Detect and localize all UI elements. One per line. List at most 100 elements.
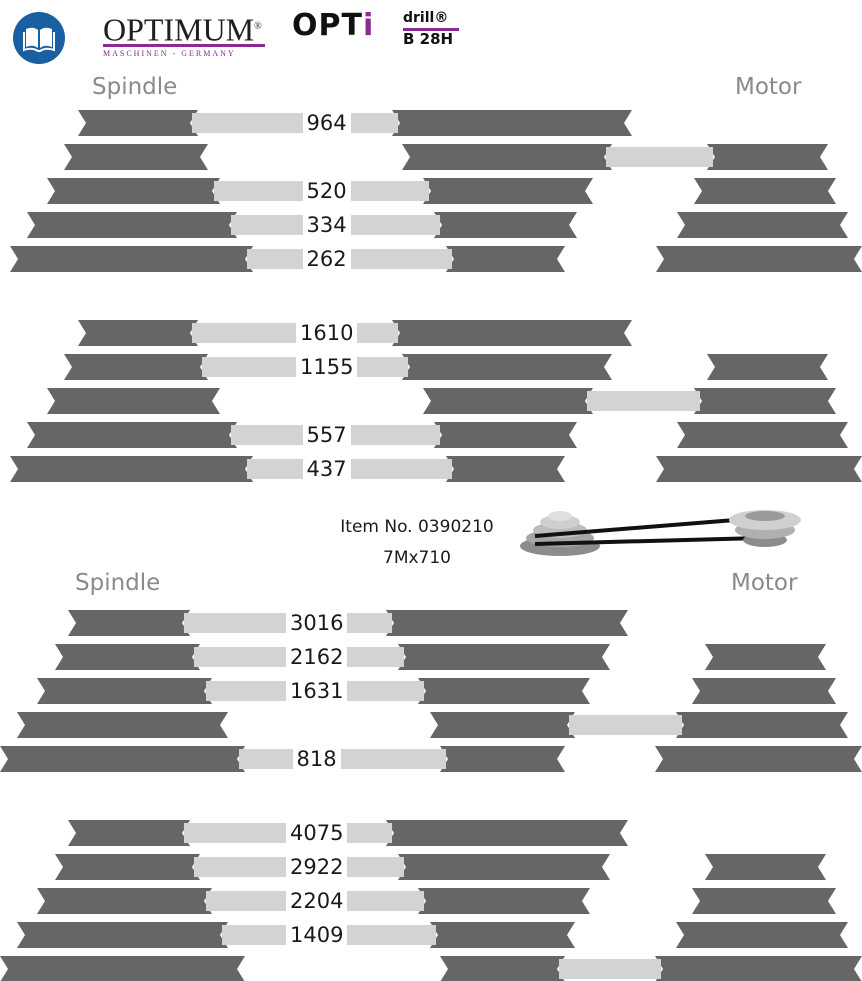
spindle-pulley-step [55,854,200,880]
spindle-pulley-step [17,712,228,738]
center-pulley-step [430,922,575,948]
product-opti: OPT [292,8,363,43]
manual-icon [13,12,65,64]
spindle-pulley-step [0,956,245,981]
speed-label: 1610 [296,321,358,345]
center-pulley-step [423,178,593,204]
speed-label: 4075 [286,821,348,845]
brand-name: OPTIMUM [103,11,255,48]
center-pulley-step [402,144,612,170]
motor-pulley-step [656,456,862,482]
spindle-label-bottom: Spindle [75,570,161,596]
center-pulley-step [418,678,590,704]
brand-logo: OPTIMUM® [103,10,262,47]
speed-label: 3016 [286,611,348,635]
spindle-pulley-step [68,610,190,636]
spindle-pulley-step [68,820,190,846]
item-number: Item No. 0390210 [340,517,494,537]
spindle-pulley-step [47,178,220,204]
product-underline [403,28,459,31]
motor-pulley-step [655,746,862,772]
spindle-pulley-step [55,644,200,670]
spindle-pulley-step [0,746,245,772]
spindle-pulley-step [17,922,228,948]
spindle-pulley-step [10,246,253,272]
center-pulley-step [398,644,610,670]
speed-label: 557 [302,423,351,447]
center-pulley-step [423,388,593,414]
speed-label: 1409 [286,923,348,947]
motor-pulley-step [707,354,828,380]
motor-pulley-step [676,712,848,738]
center-pulley-step [440,746,565,772]
spindle-pulley-step [37,888,212,914]
center-pulley-step [446,246,565,272]
motor-pulley-step [705,644,826,670]
speed-label: 2162 [286,645,348,669]
speed-label: 262 [302,247,351,271]
product-model: B 28H [403,30,454,48]
belt-center-motor [559,959,661,979]
speed-label: 520 [302,179,351,203]
speed-label: 2922 [286,855,348,879]
spindle-pulley-step [37,678,212,704]
spindle-label-top: Spindle [92,74,178,100]
belt-size: 7Mx710 [383,548,451,568]
center-pulley-step [440,956,565,981]
speed-label: 1155 [296,355,358,379]
belt-center-motor [606,147,713,167]
belt-spindle-center [239,749,446,769]
product-i: i [362,8,375,43]
motor-pulley-step [692,678,836,704]
motor-pulley-step [705,854,826,880]
belt-spindle-center [192,113,398,133]
center-pulley-step [392,320,632,346]
spindle-pulley-step [10,456,253,482]
product-logo: OPTi [292,10,374,42]
brand-reg: ® [254,21,262,32]
motor-pulley-step [677,422,848,448]
spindle-pulley-step [64,354,208,380]
motor-pulley-step [677,212,848,238]
spindle-pulley-step [64,144,208,170]
center-pulley-step [446,456,565,482]
motor-pulley-step [676,922,848,948]
motor-pulley-step [656,246,862,272]
spindle-pulley-step [78,320,198,346]
speed-label: 1631 [286,679,348,703]
speed-label: 818 [292,747,341,771]
center-pulley-step [398,854,610,880]
spindle-pulley-step [78,110,198,136]
brand-tagline: MASCHINEN - GERMANY [103,49,236,58]
spindle-pulley-step [47,388,220,414]
belt-center-motor [587,391,700,411]
center-pulley-step [392,110,632,136]
motor-pulley-step [707,144,828,170]
center-pulley-step [430,712,575,738]
center-pulley-step [402,354,612,380]
speed-label: 2204 [286,889,348,913]
speed-label: 964 [302,111,351,135]
motor-pulley-step [694,178,836,204]
center-pulley-step [418,888,590,914]
belt-spindle-center [192,323,398,343]
motor-pulley-step [694,388,836,414]
brand-underline [103,44,265,47]
motor-pulley-step [655,956,862,981]
belt-center-motor [569,715,682,735]
center-pulley-step [434,212,577,238]
motor-label-top: Motor [735,74,802,100]
motor-pulley-step [692,888,836,914]
center-pulley-step [434,422,577,448]
pulley-illustration [520,510,801,556]
speed-label: 334 [302,213,351,237]
spindle-pulley-step [27,422,237,448]
center-pulley-step [386,820,628,846]
product-drill: drill® [403,10,449,26]
center-pulley-step [386,610,628,636]
spindle-pulley-step [27,212,237,238]
speed-label: 437 [302,457,351,481]
motor-label-bottom: Motor [731,570,798,596]
